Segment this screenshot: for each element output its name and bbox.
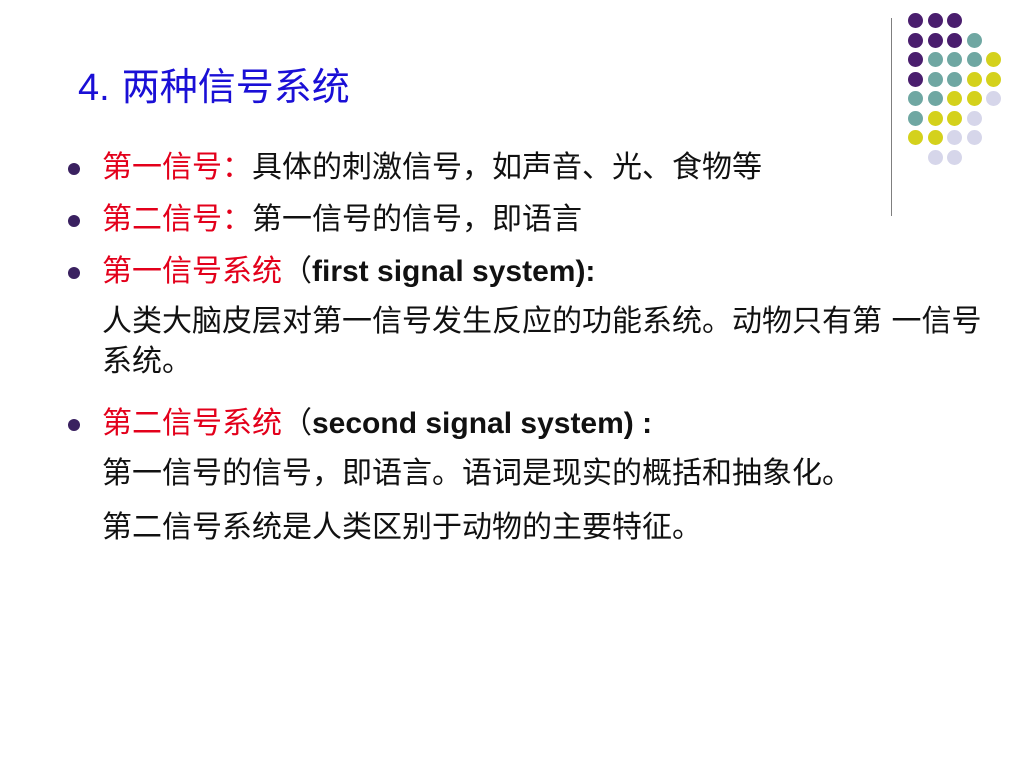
list-item: 第一信号系统（first signal system): [66,252,996,292]
decor-dot [966,52,982,67]
decor-dot [927,130,943,145]
decor-dot [966,130,982,145]
decor-dot [986,71,1001,87]
list-item: 第二信号系统（second signal system) : [66,404,996,444]
decor-dot [986,91,1001,106]
second-system-description: 第一信号的信号，即语言。语词是现实的概括和抽象化。 [102,456,852,491]
decor-dot [908,13,923,28]
term-second-signal-system: 第二信号系统 [102,406,282,441]
decorative-dot-grid [908,13,1020,165]
second-system-feature: 第二信号系统是人类区别于动物的主要特征。 [102,510,702,545]
definition-text: 第一信号的信号，即语言 [252,202,582,237]
decor-dot [908,52,923,67]
bullet-list: 第一信号：具体的刺激信号，如声音、光、食物等 第二信号：第一信号的信号，即语言 … [66,148,996,548]
bullet-icon [68,419,80,431]
decor-dot [927,71,943,87]
decor-dot [927,52,943,67]
term-first-signal: 第一信号： [102,150,252,185]
definition-text: 具体的刺激信号，如声音、光、食物等 [252,150,762,185]
title-number: 4. [78,67,110,109]
decor-dot [927,13,943,28]
slide-title: 4. 两种信号系统 [78,62,350,113]
bullet-icon [68,215,80,227]
decor-dot [908,32,923,48]
english-term: second signal system) : [312,407,653,440]
vertical-divider [891,18,892,216]
decor-dot [927,110,943,126]
term-first-signal-system: 第一信号系统 [102,254,282,289]
term-second-signal: 第二信号： [102,202,252,237]
decor-dot [966,71,982,87]
decor-dot [908,91,923,106]
english-term: first signal system): [312,255,596,288]
list-item: 第一信号：具体的刺激信号，如声音、光、食物等 [66,148,996,188]
decor-dot [927,32,943,48]
open-paren: （ [282,406,312,441]
decor-dot [966,91,982,106]
decor-dot [947,32,962,48]
bullet-icon [68,267,80,279]
decor-dot [966,32,982,48]
decor-dot [947,71,962,87]
decor-dot [947,130,962,145]
title-text: 两种信号系统 [109,65,350,109]
decor-dot [966,110,982,126]
decor-dot [927,91,943,106]
decor-dot [908,71,923,87]
decor-dot [927,149,943,165]
decor-dot [986,52,1001,67]
bullet-icon [68,163,80,175]
open-paren: （ [282,254,312,289]
decor-dot [947,13,962,28]
decor-dot [947,52,962,67]
decor-dot [908,110,923,126]
decor-dot [947,149,962,165]
decor-dot [947,110,962,126]
first-system-description: 人类大脑皮层对第一信号发生反应的功能系统。动物只有第 一信号系统。 [102,304,982,379]
list-item: 第二信号：第一信号的信号，即语言 [66,200,996,240]
decor-dot [947,91,962,106]
decor-dot [908,130,923,145]
